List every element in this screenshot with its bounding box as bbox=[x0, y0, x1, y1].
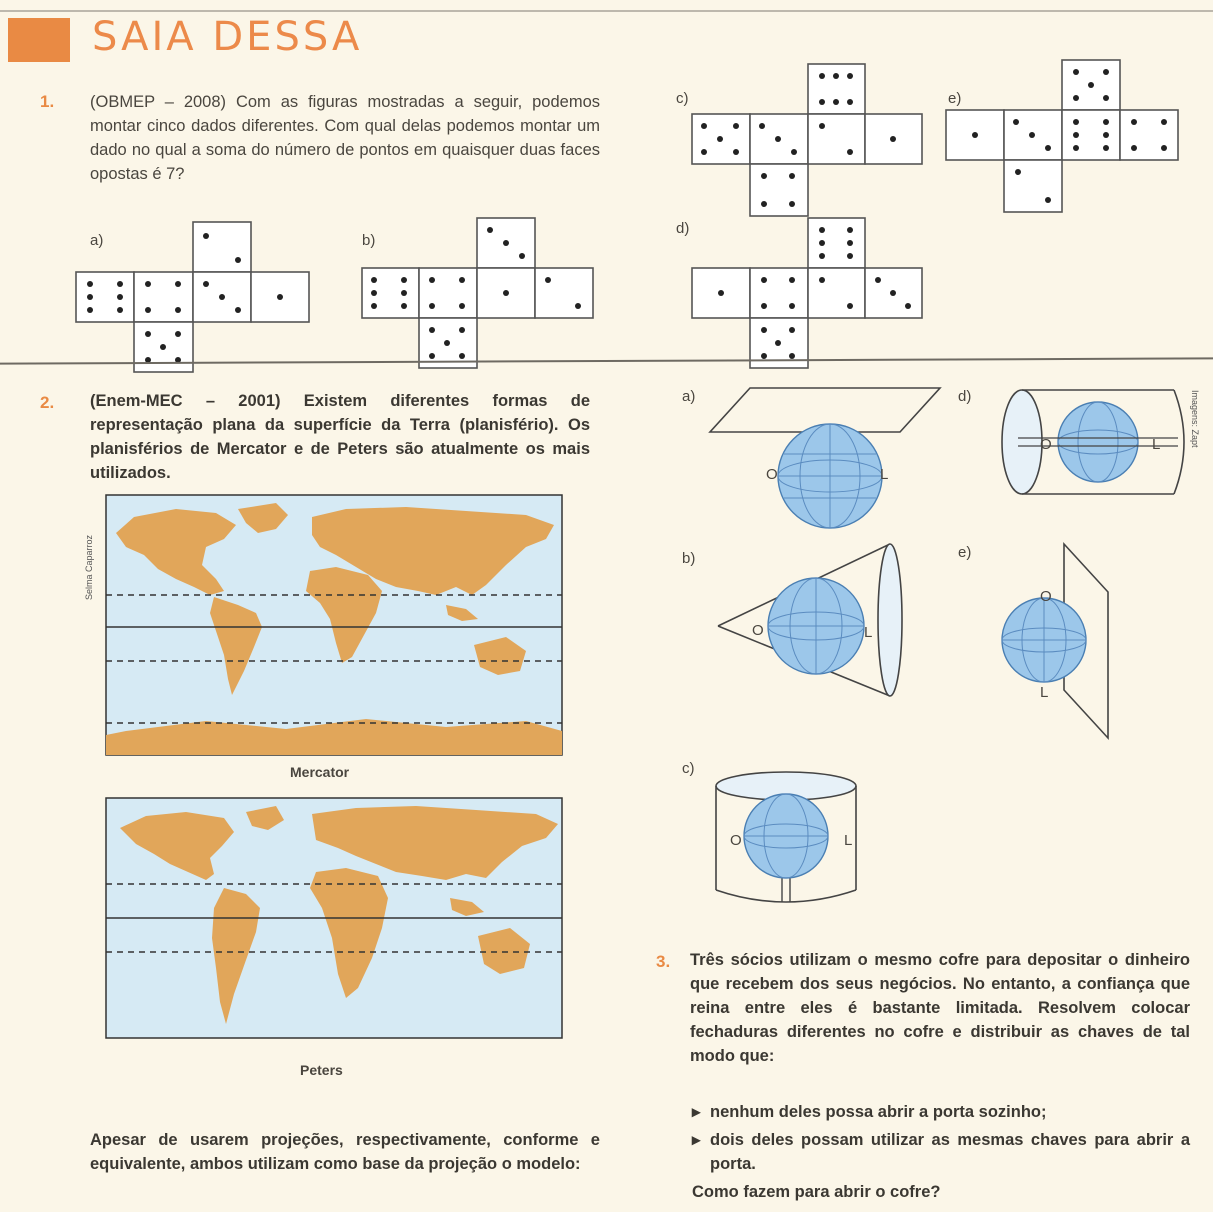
east-label-d: L bbox=[1152, 436, 1161, 453]
q2-text: (Enem-MEC – 2001) Existem diferentes for… bbox=[90, 392, 590, 482]
projection-c-cylinder bbox=[715, 771, 857, 903]
q2-option-a-label: a) bbox=[682, 388, 696, 405]
die-net-a bbox=[75, 221, 310, 373]
q2-footer: Apesar de usarem projeções, respectivame… bbox=[90, 1131, 600, 1173]
q3-bullet-marker-1: ▸ bbox=[692, 1103, 701, 1121]
q1-option-d-label: d) bbox=[676, 220, 690, 237]
projection-e-plane bbox=[1001, 541, 1109, 741]
q3-question: Como fazem para abrir o cofre? bbox=[692, 1183, 941, 1201]
peters-map bbox=[105, 797, 563, 1039]
q1-option-c-label: c) bbox=[676, 90, 689, 107]
west-label-b: O bbox=[752, 622, 764, 639]
projection-b-cone bbox=[717, 543, 903, 697]
q1-option-e-label: e) bbox=[948, 90, 962, 107]
section-title: SAIA DESSA bbox=[92, 14, 363, 60]
die-net-c bbox=[691, 63, 923, 217]
east-label-a: L bbox=[880, 466, 889, 483]
mercator-caption: Mercator bbox=[290, 764, 350, 780]
image-credit: Imagens: Zapt bbox=[1190, 390, 1200, 448]
map-credit: Selma Caparroz bbox=[84, 534, 94, 600]
q2-number: 2. bbox=[40, 393, 55, 412]
q3-number: 3. bbox=[656, 952, 671, 971]
east-label-e: L bbox=[1040, 684, 1049, 701]
west-label-c: O bbox=[730, 832, 742, 849]
q3-bullet-marker-2: ▸ bbox=[692, 1131, 701, 1149]
die-net-e bbox=[945, 59, 1179, 213]
q2-option-e-label: e) bbox=[958, 544, 972, 561]
west-label-d: O bbox=[1040, 436, 1052, 453]
q3-bullet-2: dois deles possam utilizar as mesmas cha… bbox=[710, 1131, 1190, 1173]
header-accent-bar bbox=[8, 18, 70, 62]
die-net-b bbox=[361, 217, 594, 369]
die-net-d bbox=[691, 217, 923, 369]
q1-option-a-label: a) bbox=[90, 232, 104, 249]
q1-number: 1. bbox=[40, 92, 55, 111]
q3-bullet-1: nenhum deles possa abrir a porta sozinho… bbox=[710, 1103, 1047, 1121]
west-label-e: O bbox=[1040, 588, 1052, 605]
east-label-c: L bbox=[844, 832, 853, 849]
q2-option-b-label: b) bbox=[682, 550, 696, 567]
projection-a-plane bbox=[708, 387, 942, 529]
mercator-map bbox=[105, 494, 563, 756]
east-label-b: L bbox=[864, 624, 873, 641]
q1-text: (OBMEP – 2008) Com as figuras mostradas … bbox=[90, 93, 600, 183]
projection-d-cylinder bbox=[1001, 389, 1185, 495]
q2-option-d-label: d) bbox=[958, 388, 972, 405]
q2-option-c-label: c) bbox=[682, 760, 695, 777]
top-rule bbox=[0, 10, 1213, 12]
peters-caption: Peters bbox=[300, 1062, 343, 1078]
west-label-a: O bbox=[766, 466, 778, 483]
q1-option-b-label: b) bbox=[362, 232, 376, 249]
q3-text: Três sócios utilizam o mesmo cofre para … bbox=[690, 951, 1190, 1065]
